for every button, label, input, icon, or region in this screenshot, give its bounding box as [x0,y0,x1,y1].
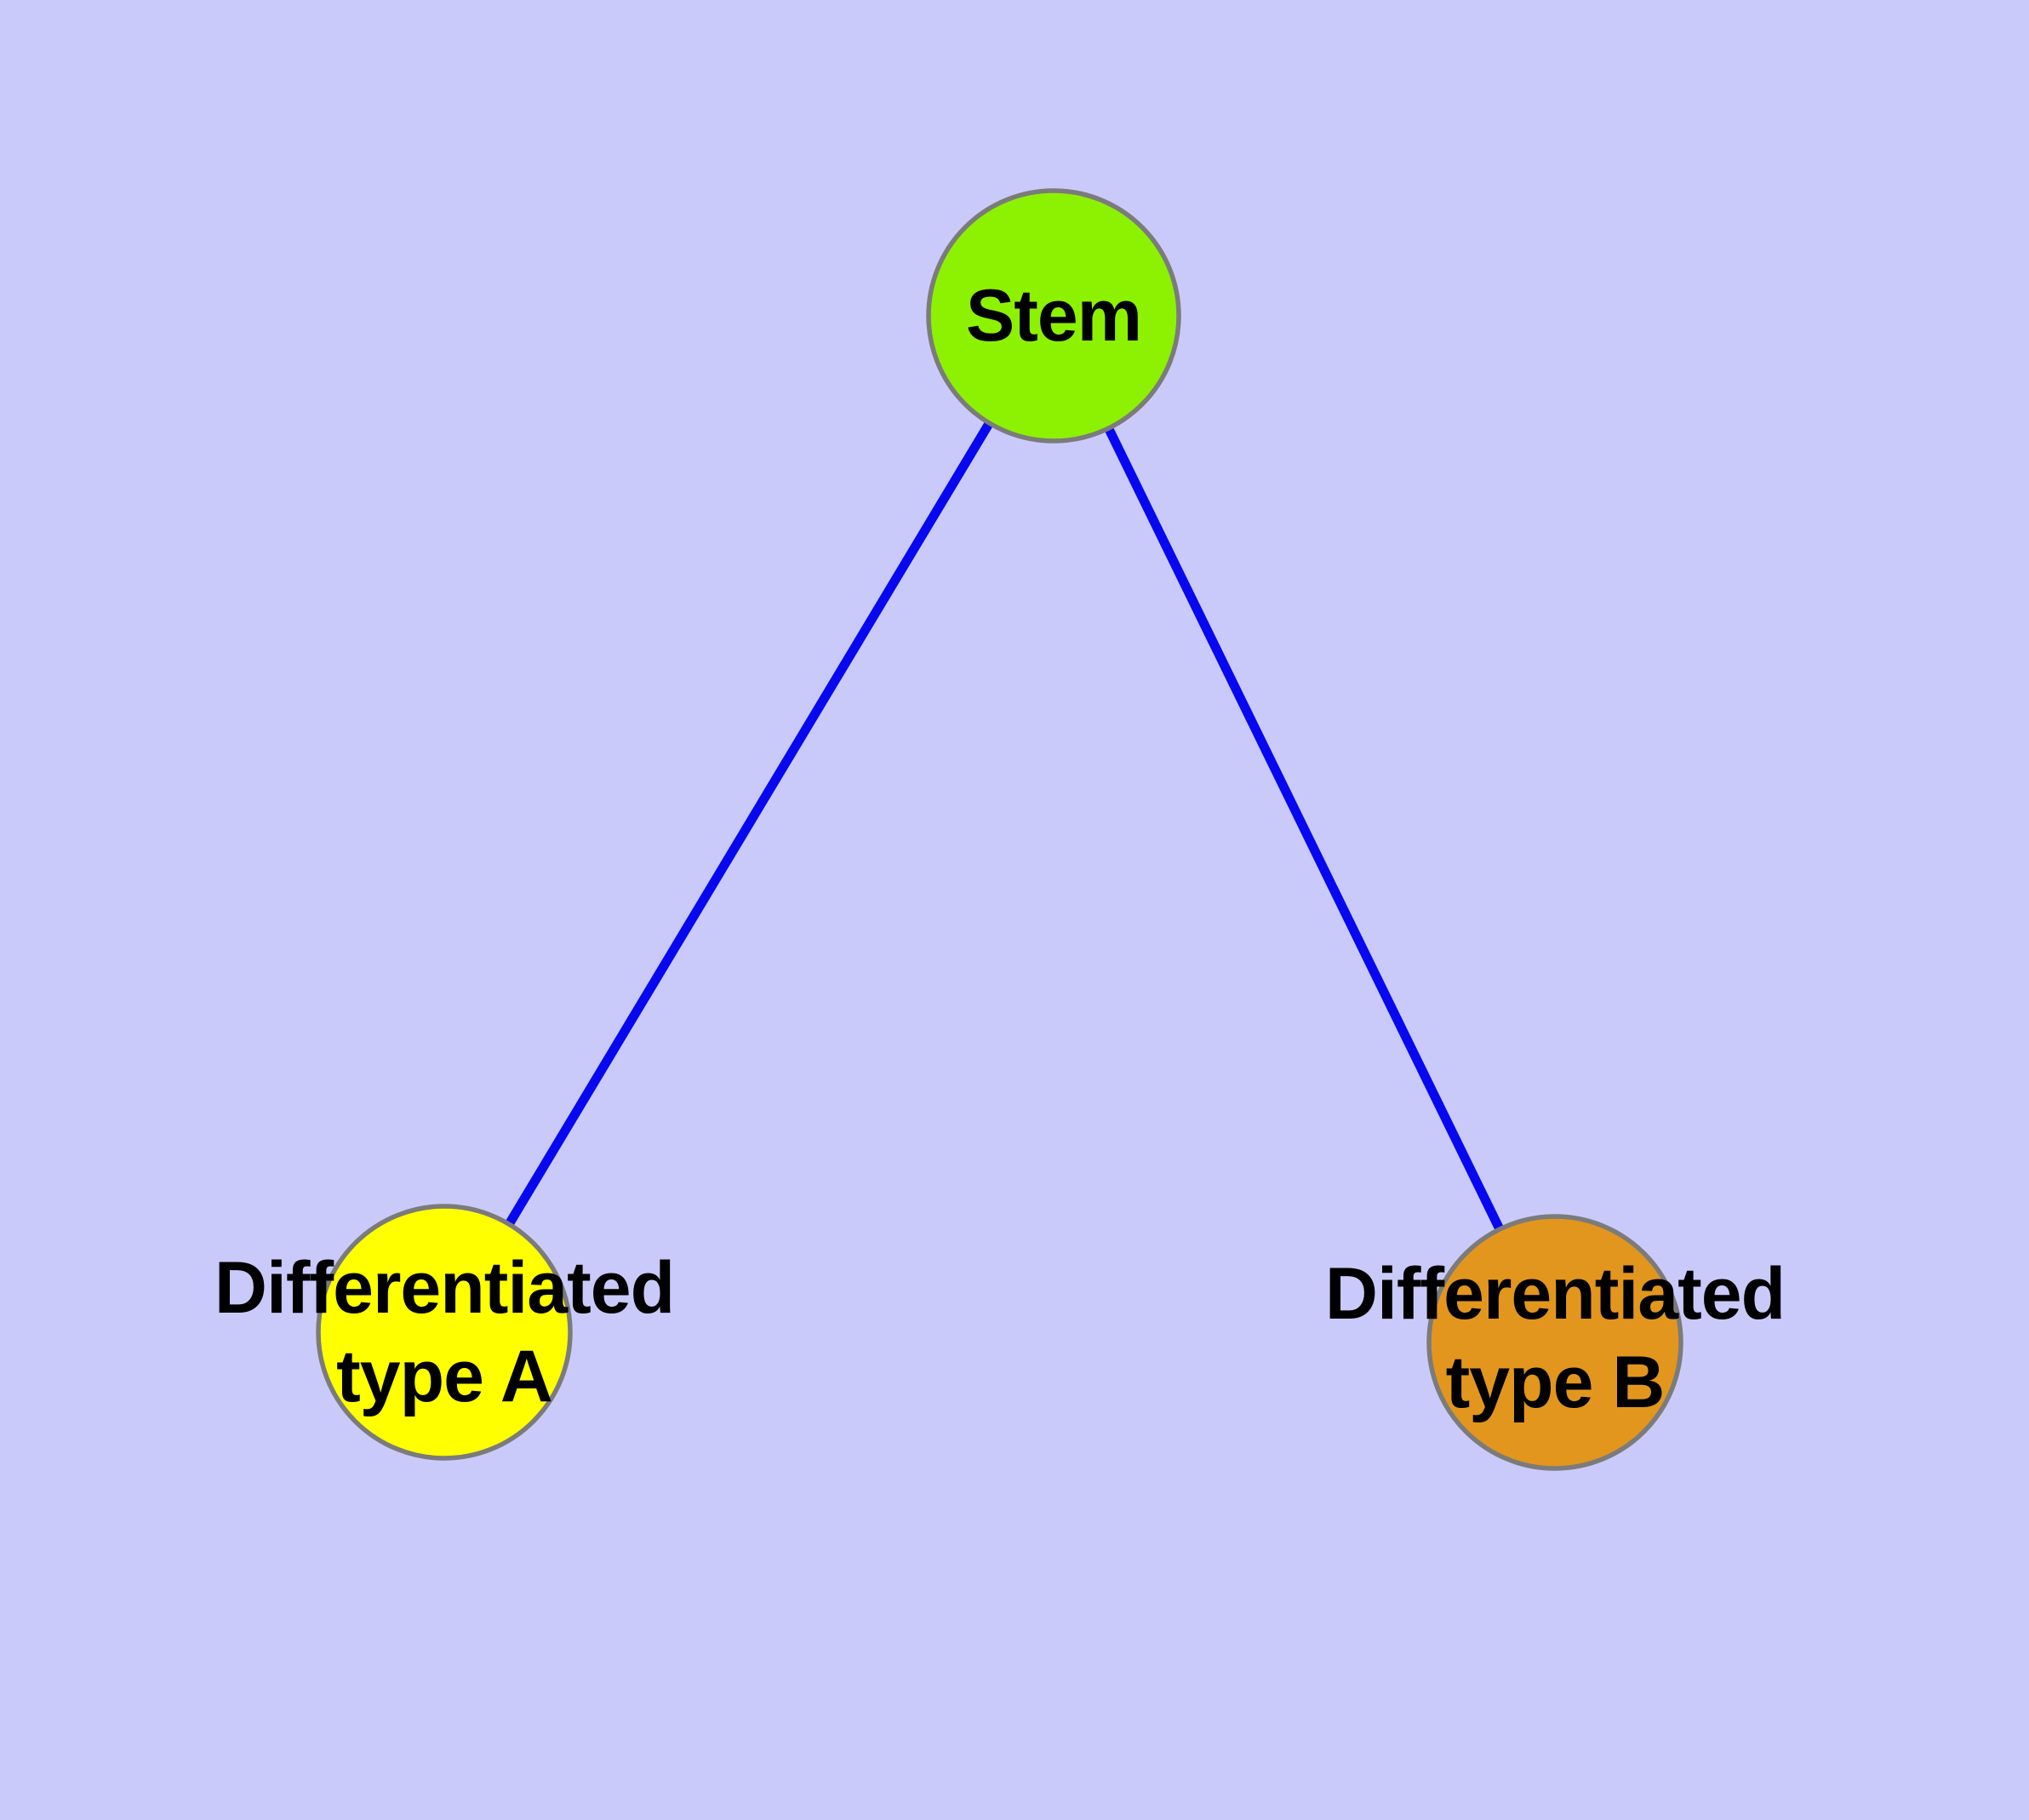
edge-stem-to-type-a [440,313,1058,1335]
node-type-b-circle [1426,1214,1683,1471]
edge-stem-to-type-b [1049,313,1559,1345]
node-type-a-circle [316,1204,573,1461]
node-stem-circle [926,188,1181,444]
